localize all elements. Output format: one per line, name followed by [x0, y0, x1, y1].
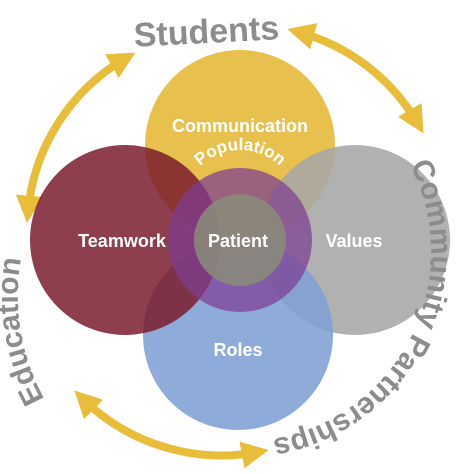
values-label: Values [325, 231, 382, 251]
patient-label: Patient [208, 231, 268, 251]
teamwork-label: Teamwork [78, 231, 167, 251]
patient-core [194, 194, 286, 286]
arrow-students-education [15, 52, 136, 223]
communication-label: Communication [172, 116, 308, 136]
circle-teamwork [30, 145, 220, 335]
arrow-education-community [74, 390, 269, 469]
arrow-students-community [287, 23, 424, 134]
roles-label: Roles [213, 340, 262, 360]
students-label: Students [133, 9, 280, 55]
